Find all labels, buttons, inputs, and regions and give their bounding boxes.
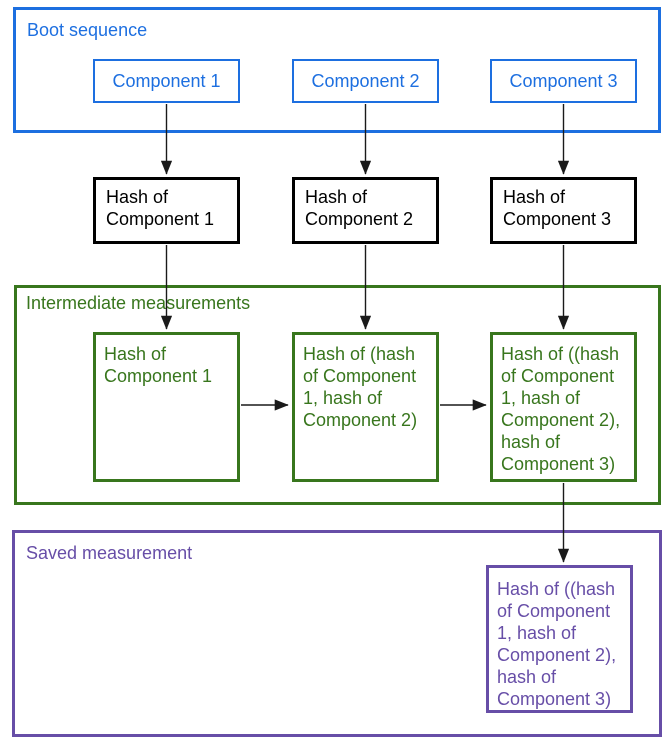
boot-sequence-label: Boot sequence bbox=[27, 20, 148, 40]
intermediate-measurement-3-box: Hash of ((hash of Component 1, hash of C… bbox=[490, 332, 637, 482]
intermediate-measurements-label: Intermediate measurements bbox=[26, 293, 251, 313]
saved-measurement-group: Saved measurement bbox=[12, 530, 662, 737]
intermediate-measurement-1-box: Hash of Component 1 bbox=[93, 332, 240, 482]
saved-measurement-box: Hash of ((hash of Component 1, hash of C… bbox=[486, 565, 633, 713]
hash-component-2-box: Hash of Component 2 bbox=[292, 177, 439, 244]
boot-sequence-group: Boot sequence bbox=[13, 7, 661, 133]
hash-component-3-box: Hash of Component 3 bbox=[490, 177, 637, 244]
component-3-box: Component 3 bbox=[490, 59, 637, 103]
intermediate-measurements-group: Intermediate measurements bbox=[14, 285, 661, 505]
saved-measurement-label: Saved measurement bbox=[26, 543, 193, 563]
component-1-box: Component 1 bbox=[93, 59, 240, 103]
hash-component-1-box: Hash of Component 1 bbox=[93, 177, 240, 244]
component-2-box: Component 2 bbox=[292, 59, 439, 103]
intermediate-measurement-2-box: Hash of (hash of Component 1, hash of Co… bbox=[292, 332, 439, 482]
